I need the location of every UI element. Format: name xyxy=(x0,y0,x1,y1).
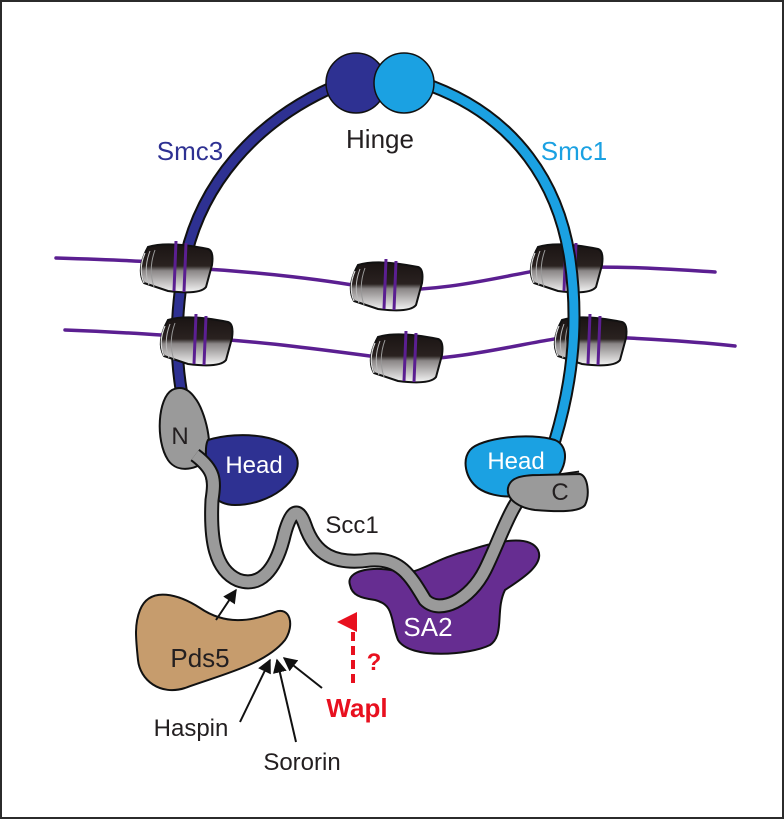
scc1-c-terminus xyxy=(506,472,589,513)
hinge-label: Hinge xyxy=(346,124,414,154)
nucleosome-4 xyxy=(369,330,444,384)
nucleosome-2 xyxy=(159,313,234,367)
smc1-label: Smc1 xyxy=(541,136,607,166)
haspin-arrow xyxy=(239,658,271,723)
nucleosome-3 xyxy=(349,258,424,312)
n-terminus-label: N xyxy=(171,423,188,450)
smc3-label: Smc3 xyxy=(157,136,223,166)
wapl-to-pds5-arrow xyxy=(282,657,323,689)
sororin-arrow xyxy=(273,658,297,743)
haspin-label: Haspin xyxy=(154,715,229,742)
pds5-to-scc1-arrow xyxy=(215,588,237,621)
question-mark: ? xyxy=(367,649,382,676)
smc1-hinge-domain xyxy=(373,52,435,114)
wapl-label: Wapl xyxy=(326,693,387,723)
head-right-label: Head xyxy=(487,448,544,475)
sa2-label: SA2 xyxy=(403,612,452,642)
nucleosome-1 xyxy=(139,240,214,294)
pds5-label: Pds5 xyxy=(170,643,229,673)
nucleosome-6 xyxy=(553,313,628,367)
scc1-label: Scc1 xyxy=(325,512,378,539)
c-terminus-label: C xyxy=(551,479,568,506)
pds5-subunit xyxy=(135,593,292,691)
sororin-label: Sororin xyxy=(263,749,340,776)
head-left-label: Head xyxy=(225,452,282,479)
